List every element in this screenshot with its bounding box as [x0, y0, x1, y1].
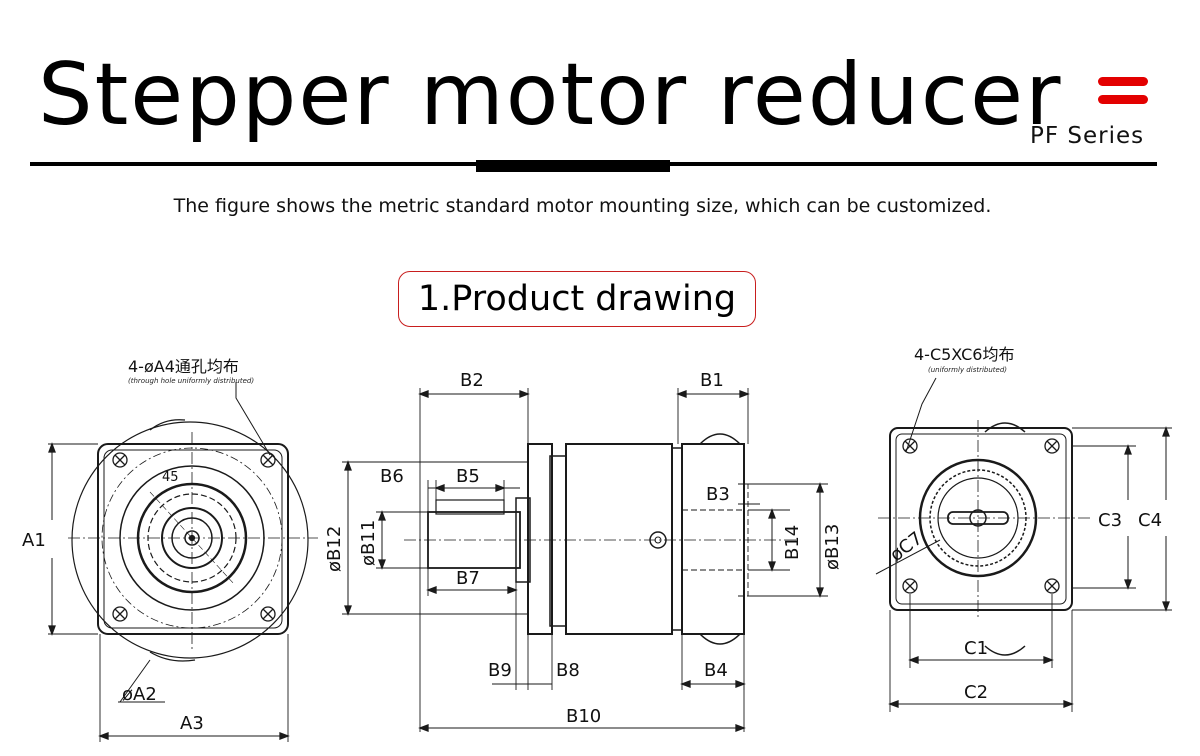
dim-b6: B6 — [380, 466, 404, 487]
dim-b9: B9 — [488, 660, 512, 681]
section-heading-label: 1.Product drawing — [417, 279, 737, 319]
dim-a1: A1 — [22, 530, 46, 551]
dim-c7: øC7 — [886, 528, 927, 566]
dim-b3: B3 — [706, 484, 730, 505]
dim-b14: B14 — [782, 525, 803, 560]
dim-c1: C1 — [964, 638, 988, 659]
dim-b5: B5 — [456, 466, 480, 487]
dim-b2: B2 — [460, 370, 484, 391]
thread-note: 4-C5XC6均布 — [914, 345, 1014, 364]
dim-a2: øA2 — [122, 684, 157, 705]
header-rule-accent — [476, 160, 670, 172]
side-view — [342, 388, 828, 732]
thread-hole-icon — [902, 438, 1060, 594]
dim-b12: øB12 — [324, 526, 345, 572]
section-heading: 1.Product drawing — [398, 271, 756, 327]
thread-note-small: (uniformly distributed) — [928, 366, 1007, 374]
page-title: Stepper motor reducer — [38, 45, 1063, 145]
dim-b1: B1 — [700, 370, 724, 391]
series-label: PF Series — [1030, 123, 1145, 149]
page-subtitle: The figure shows the metric standard mot… — [173, 195, 992, 217]
hole-note-small: (through hole uniformly distributed) — [128, 377, 254, 385]
dim-a3: A3 — [180, 713, 204, 734]
dim-c2: C2 — [964, 682, 988, 703]
series-logo-icon — [1098, 77, 1148, 113]
dim-c4: C4 — [1138, 510, 1162, 531]
front-view — [48, 382, 318, 742]
dim-b13: øB13 — [822, 524, 843, 570]
dim-b7: B7 — [456, 568, 480, 589]
dim-b8: B8 — [556, 660, 580, 681]
rear-view — [875, 377, 1172, 712]
dim-b11: øB11 — [358, 520, 379, 566]
angle-label: 45 — [162, 470, 179, 485]
dim-b10: B10 — [566, 706, 601, 727]
mounting-hole-icon — [112, 452, 276, 622]
hole-note: 4-øA4通孔均布 — [128, 357, 239, 376]
dim-b4: B4 — [704, 660, 728, 681]
dim-c3: C3 — [1098, 510, 1122, 531]
